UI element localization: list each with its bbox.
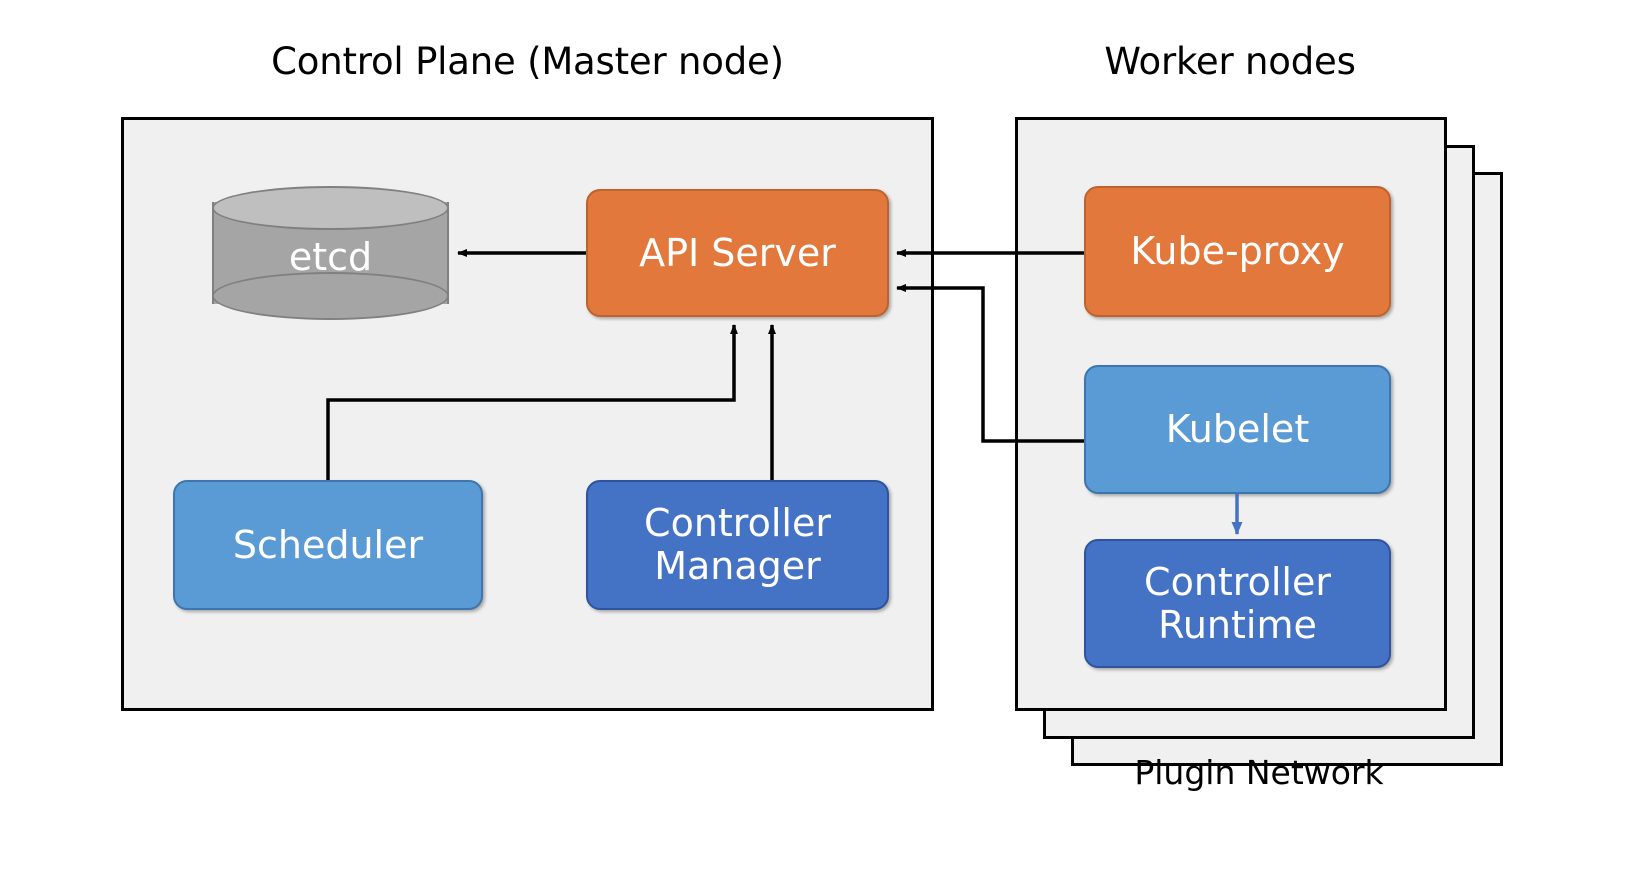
etcd-datastore-cylinder: etcd	[212, 186, 449, 320]
controller-runtime-box[interactable]: Controller Runtime	[1084, 539, 1391, 668]
scheduler-label: Scheduler	[232, 522, 424, 567]
controller-manager-label-line2: Manager	[654, 544, 821, 588]
cylinder-top-ellipse	[212, 186, 449, 230]
controller-runtime-label: Controller Runtime	[1144, 561, 1331, 646]
controller-runtime-label-line1: Controller	[1144, 559, 1331, 604]
plugin-network-label: Plugin Network	[1134, 753, 1384, 792]
kube-proxy-box[interactable]: Kube-proxy	[1084, 186, 1391, 317]
api-server-box[interactable]: API Server	[586, 189, 889, 317]
controller-manager-box[interactable]: Controller Manager	[586, 480, 889, 610]
kubelet-label: Kubelet	[1165, 407, 1310, 452]
kube-proxy-label: Kube-proxy	[1130, 229, 1345, 274]
api-server-label: API Server	[639, 230, 836, 275]
controller-manager-label-line1: Controller	[644, 501, 831, 546]
etcd-label: etcd	[288, 235, 373, 279]
cylinder-bottom-ellipse	[212, 272, 449, 320]
kubelet-box[interactable]: Kubelet	[1084, 365, 1391, 494]
controller-runtime-label-line2: Runtime	[1158, 602, 1317, 647]
scheduler-box[interactable]: Scheduler	[173, 480, 483, 610]
worker-nodes-title: Worker nodes	[1104, 40, 1356, 83]
controller-manager-label: Controller Manager	[644, 502, 831, 587]
control-plane-title: Control Plane (Master node)	[271, 40, 784, 83]
